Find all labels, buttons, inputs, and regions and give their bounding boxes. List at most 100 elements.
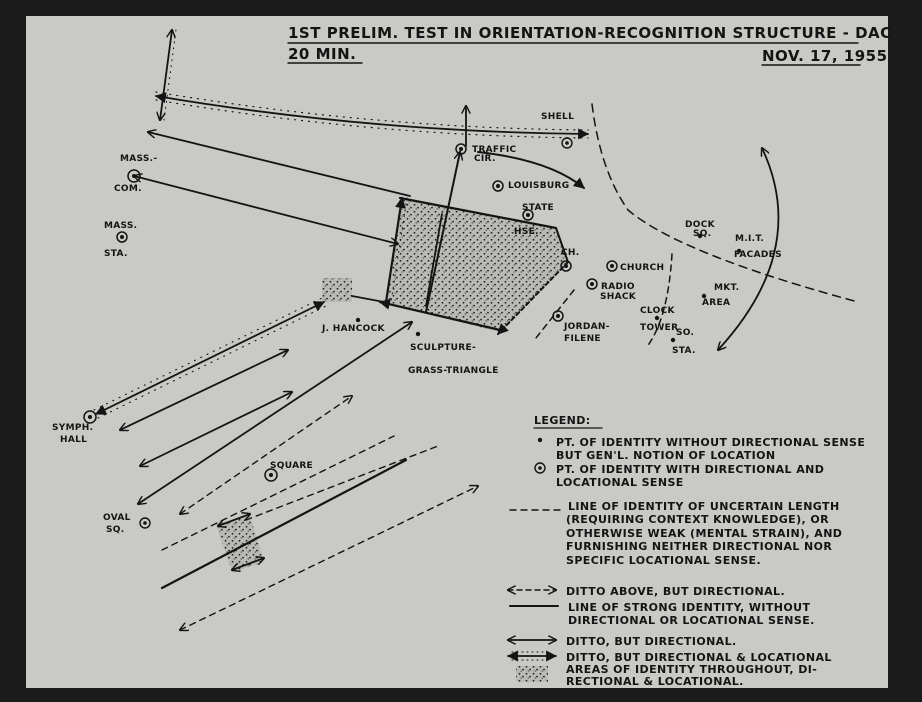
label-so-sta-1: So. <box>676 328 694 338</box>
traffic-circle-line <box>425 152 460 313</box>
legend-item-5-line-0: Ditto, but directional. <box>566 635 737 648</box>
legend-item-0-line-0: Pt. of identity without directional sens… <box>556 436 865 449</box>
label-radio-1: Radio <box>601 282 635 292</box>
louisburg-point-icon <box>492 180 504 192</box>
square-ticked-top <box>218 514 250 526</box>
label-mass-com-2: Com. <box>114 184 142 194</box>
legend-item-4-line-0: Line of strong identity, without <box>568 601 810 614</box>
symph-hall-point-icon <box>83 410 97 424</box>
legend-item-6-line-0: Ditto, but directional & locational <box>566 651 832 664</box>
sw-dashed-line <box>161 435 395 551</box>
label-shell: Shell <box>541 112 574 122</box>
sculpture-dot-icon <box>415 331 421 337</box>
label-clock-1: Clock <box>640 306 675 316</box>
legend-title: Legend: <box>534 414 591 427</box>
radio-shack-point-icon <box>586 278 598 290</box>
label-mit-2: Facades <box>734 250 782 260</box>
oval-sq-point-icon <box>139 517 151 529</box>
river-dashed-line <box>591 103 859 303</box>
traffic-louisburg-curve <box>477 151 585 189</box>
mit-dot-icon <box>736 248 742 254</box>
page-title: 1st Prelim. Test in Orientation-Recognit… <box>288 24 892 42</box>
points <box>83 137 742 529</box>
legend-item-0-line-1: but gen'l. notion of location <box>556 449 775 462</box>
legend-item-2-line-4: specific locational sense. <box>566 554 761 567</box>
header: 1st Prelim. Test in Orientation-Recognit… <box>287 24 892 66</box>
legend-item-2-line-3: furnishing neither directional nor <box>566 540 832 553</box>
label-dock-1: Dock <box>685 220 716 230</box>
so-sta-dot-icon <box>670 337 676 343</box>
legend-circled-dot-icon <box>534 462 546 474</box>
legend-item-7-line-0: Areas of identity throughout, di- <box>566 663 817 676</box>
label-mass-sta-1: Mass. <box>104 221 137 231</box>
legend-dot-icon <box>537 437 543 443</box>
legend-item-3-line-0: Ditto above, but directional. <box>566 585 785 598</box>
label-jordan-2: Filene <box>564 334 601 344</box>
beacon-st-ticks <box>155 91 589 131</box>
clock-tower-dot-icon <box>654 315 660 321</box>
area-north-edge <box>398 196 558 230</box>
label-mkt-2: Area <box>702 298 730 308</box>
church-point-icon <box>606 260 618 272</box>
label-clock-2: Tower <box>640 323 678 333</box>
sw-double-arrow-3 <box>138 322 412 504</box>
label-traffic-1: Traffic <box>472 145 516 155</box>
label-traffic-2: Cir. <box>474 154 496 164</box>
common-area <box>386 198 566 332</box>
date-label: Nov. 17, 1955 <box>762 47 888 65</box>
place-labels: Mass.- Com. Mass. Sta. Shell Traffic Cir… <box>52 112 782 535</box>
legend-item-2-line-1: (requiring context knowledge), or <box>566 513 829 526</box>
huntington-line <box>95 301 325 415</box>
dock-sq-dot-icon <box>697 233 703 239</box>
beacon-st-ticks-2 <box>155 99 589 139</box>
legend-item-1-line-1: locational sense <box>556 476 684 489</box>
map-lines <box>93 30 859 630</box>
area-west-ticks <box>390 197 408 303</box>
label-so-sta-2: Sta. <box>672 346 696 356</box>
label-symph-2: Hall <box>60 435 87 445</box>
identity-areas <box>216 198 566 572</box>
mkt-area-dot-icon <box>701 293 707 299</box>
area-south-edge <box>378 298 502 332</box>
ch-point-icon <box>560 260 572 272</box>
label-church: Church <box>620 263 664 273</box>
area-interior-line <box>425 213 443 307</box>
label-state-1: State <box>522 203 554 213</box>
label-mass-sta-2: Sta. <box>104 249 128 259</box>
mass-com-point-icon <box>127 169 141 183</box>
label-dock-2: Sq. <box>693 229 711 239</box>
label-mit-1: M.I.T. <box>735 234 764 244</box>
sw-strong-line <box>160 458 408 590</box>
legend-item-7-line-1: rectional & locational. <box>566 675 744 688</box>
legend: Legend: Pt. of identity without directio… <box>506 414 865 688</box>
duration-label: 20 min. <box>288 45 356 63</box>
hancock-dot-icon <box>355 317 361 323</box>
commonwealth-line-lower <box>134 176 398 244</box>
northwest-arrow <box>160 30 172 120</box>
legend-item-1-line-0: Pt. of identity with directional and <box>556 463 824 476</box>
label-square: Square <box>270 461 313 471</box>
commonwealth-line-upper <box>148 132 411 197</box>
sw-dashed-arrow-1 <box>180 396 352 514</box>
legend-item-2-line-2: otherwise weak (mental strain), and <box>566 527 842 540</box>
mass-sta-point-icon <box>116 231 128 243</box>
label-louisburg: Louisburg <box>508 181 569 191</box>
label-mass-com-1: Mass.- <box>120 154 157 164</box>
label-state-2: Hse. <box>514 227 539 237</box>
square-point-icon <box>264 468 278 482</box>
sw-double-arrow-2 <box>140 392 292 466</box>
hancock-area <box>322 278 352 302</box>
clock-dashed-line <box>645 253 673 349</box>
legend-item-4-line-1: directional or locational sense. <box>568 614 815 627</box>
traffic-circle-point-icon <box>455 143 467 155</box>
label-jordan-1: Jordan- <box>563 322 610 332</box>
label-ch: Ch. <box>561 248 579 258</box>
shell-point-icon <box>561 137 573 149</box>
label-radio-2: Shack <box>600 292 637 302</box>
hancock-connector <box>351 295 385 303</box>
label-hancock: J. Hancock <box>321 324 385 334</box>
right-curved-arrow <box>718 148 780 350</box>
area-ne-edge <box>555 227 569 263</box>
